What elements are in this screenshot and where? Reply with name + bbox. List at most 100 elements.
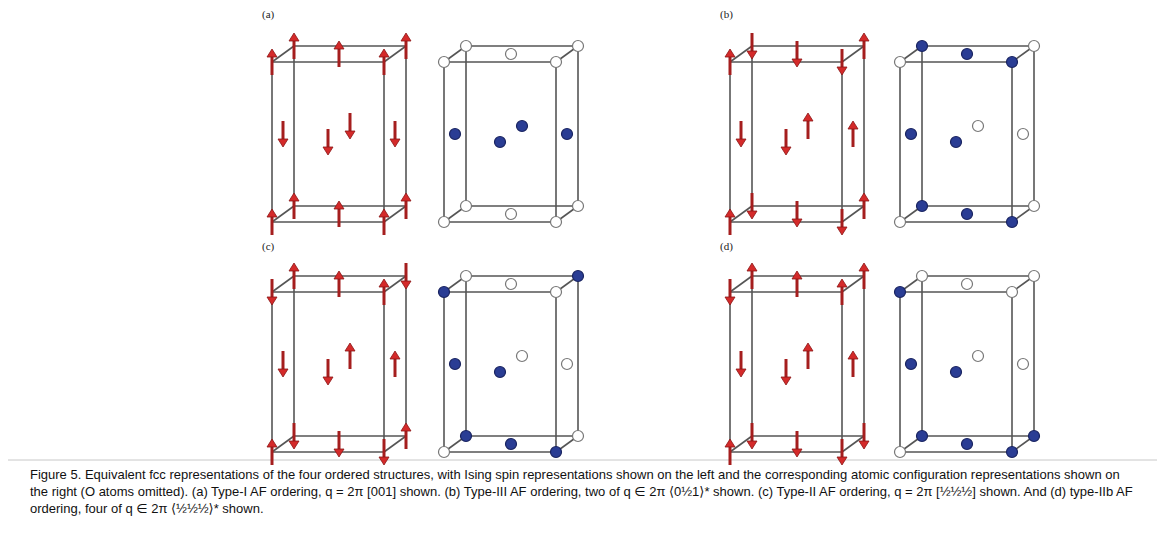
spin-arrowhead [848,121,858,129]
cube-edge [293,46,295,206]
spin-arrowhead [747,211,757,219]
cube-edge [384,436,406,452]
blue-atom [1029,431,1040,442]
spin-arrow [751,269,754,289]
spin-arrow [863,199,866,219]
blue-atom [906,129,917,140]
spin-arrowhead [859,263,869,271]
spin-arrowhead [323,377,333,385]
cube-edge [444,221,556,223]
blue-atom [562,129,573,140]
cube-edge [271,292,273,452]
spin-arrowhead [837,227,847,235]
cube-edge [922,45,1034,47]
atom-cube [895,271,1040,458]
spin-arrow [383,285,386,305]
spin-arrow [751,33,754,53]
spin-arrowhead [725,209,735,217]
blue-atom [495,137,506,148]
white-atom [551,57,562,68]
blue-atom [1007,217,1018,228]
figure-caption: Figure 5. Equivalent fcc representations… [30,466,1140,517]
cube-edge [899,292,901,452]
spin-arrowhead [747,51,757,59]
spin-arrow [841,209,844,229]
panel-label: (c) [262,240,274,252]
spin-arrow [852,357,855,377]
white-atom [1007,287,1018,298]
cube-edge [751,46,753,206]
spin-arrow [796,201,799,221]
spin-arrow [796,41,799,61]
cube-edge [752,435,864,437]
white-atom [1018,359,1029,370]
panel-label: (b) [720,8,733,20]
spin-arrowhead [736,139,746,147]
spin-arrow [785,359,788,379]
cube-edge [899,62,901,222]
cube-edge [922,435,1034,437]
cube-edge [466,205,578,207]
spin-arrowhead [725,297,735,305]
spin-arrow [394,121,397,141]
spin-arrow [807,349,810,369]
white-atom [573,201,584,212]
cube-edge [294,205,406,207]
cube-edge [752,45,864,47]
spin-arrowhead [803,113,813,121]
white-atom [973,121,984,132]
spin-arrow [338,47,341,67]
cube-edge [466,45,578,47]
spin-arrowhead [747,263,757,271]
blue-atom [962,49,973,60]
spin-arrow [863,39,866,59]
cube-edge [294,435,406,437]
spin-arrowhead [379,49,389,57]
cube-edge [730,291,842,293]
cube-edge [842,46,864,62]
blue-atom [450,129,461,140]
cube-edge [922,205,1034,207]
white-atom [1029,201,1040,212]
spin-arrowhead [379,279,389,287]
spin-arrowhead [401,193,411,201]
spin-arrowhead [401,423,411,431]
spin-arrowhead [792,59,802,67]
blue-atom [906,359,917,370]
spin-arrowhead [334,201,344,209]
spin-arrow [271,279,274,299]
white-atom [439,57,450,68]
spin-arrowhead [334,41,344,49]
spin-arrow [405,429,408,449]
spin-arrowhead [267,49,277,57]
spin-arrowhead [837,457,847,465]
cube-edge [444,451,556,453]
cube-edge [900,221,1012,223]
cube-edge [271,62,273,222]
white-atom [573,41,584,52]
cube-edge [383,292,385,452]
spin-arrowhead [390,139,400,147]
cube-edge [1011,292,1013,452]
spin-arrow [338,277,341,297]
spin-arrowhead [803,343,813,351]
spin-arrow [807,119,810,139]
blue-atom [517,121,528,132]
spin-arrow [863,423,866,443]
cube-edge [555,292,557,452]
spin-arrow [405,263,408,283]
cube-edge [842,206,864,222]
cube-edge [752,205,864,207]
spin-arrowhead [323,147,333,155]
spin-arrow [349,349,352,369]
spin-arrowhead [859,441,869,449]
spin-arrow [796,431,799,451]
white-atom [506,279,517,290]
blue-atom [951,367,962,378]
cube-edge [577,276,579,436]
spin-arrowhead [289,33,299,41]
spin-arrow [338,207,341,227]
spin-arrowhead [837,279,847,287]
spin-arrowhead [848,351,858,359]
white-atom [1029,271,1040,282]
